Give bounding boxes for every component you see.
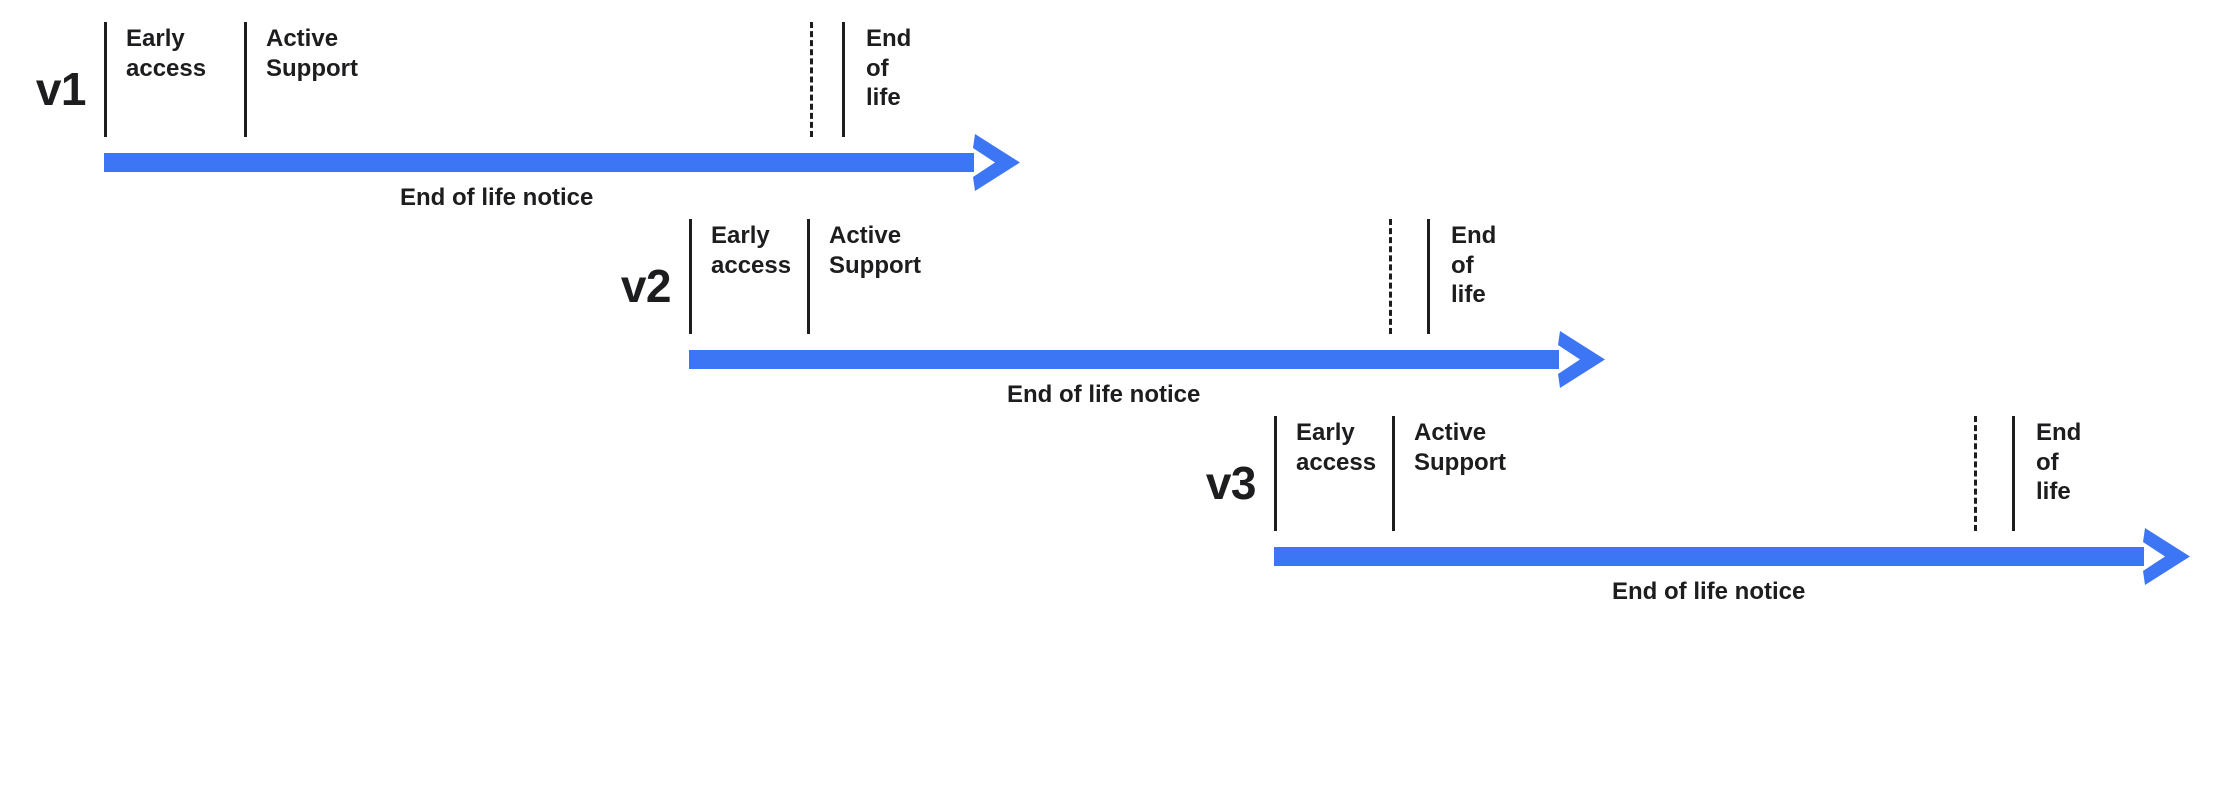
eol-notice-label-v1: End of life notice [400,184,594,211]
eol-divider-v2 [1427,219,1430,334]
phase-label-v2-2: Active Support [829,222,921,279]
eol-label-v3: End of life [2036,419,2082,506]
version-label-v3: v3 [1205,457,1257,509]
eol-notice-divider-v2 [1389,219,1392,334]
phase-divider-v1-2 [244,22,247,137]
eol-notice-divider-v1 [810,22,813,137]
version-label-v1: v1 [35,63,87,115]
version-label-v2: v2 [620,260,672,312]
eol-divider-v1 [842,22,845,137]
eol-notice-divider-v3 [1974,416,1977,531]
eol-label-v2: End of life [1451,222,1497,309]
phase-divider-v1-1 [104,22,107,137]
phase-label-v1-2: Active Support [266,25,358,82]
eol-divider-v3 [2012,416,2015,531]
eol-notice-label-v2: End of life notice [1007,381,1201,408]
phase-label-v3-2: Active Support [1414,419,1506,476]
arrow-shaft-v2 [689,350,1559,369]
eol-label-v1: End of life [866,25,912,112]
phase-label-v2-1: Early access [711,222,792,279]
phase-divider-v2-2 [807,219,810,334]
phase-divider-v3-1 [1274,416,1277,531]
arrow-shaft-v3 [1274,547,2144,566]
phase-divider-v3-2 [1392,416,1395,531]
phase-label-v3-1: Early access [1296,419,1377,476]
arrow-head-v1 [962,132,1022,193]
arrow-head-v3 [2132,526,2192,587]
eol-notice-label-v3: End of life notice [1612,578,1806,605]
phase-divider-v2-1 [689,219,692,334]
arrow-head-v2 [1547,329,1607,390]
arrow-shaft-v1 [104,153,974,172]
phase-label-v1-1: Early access [126,25,207,82]
